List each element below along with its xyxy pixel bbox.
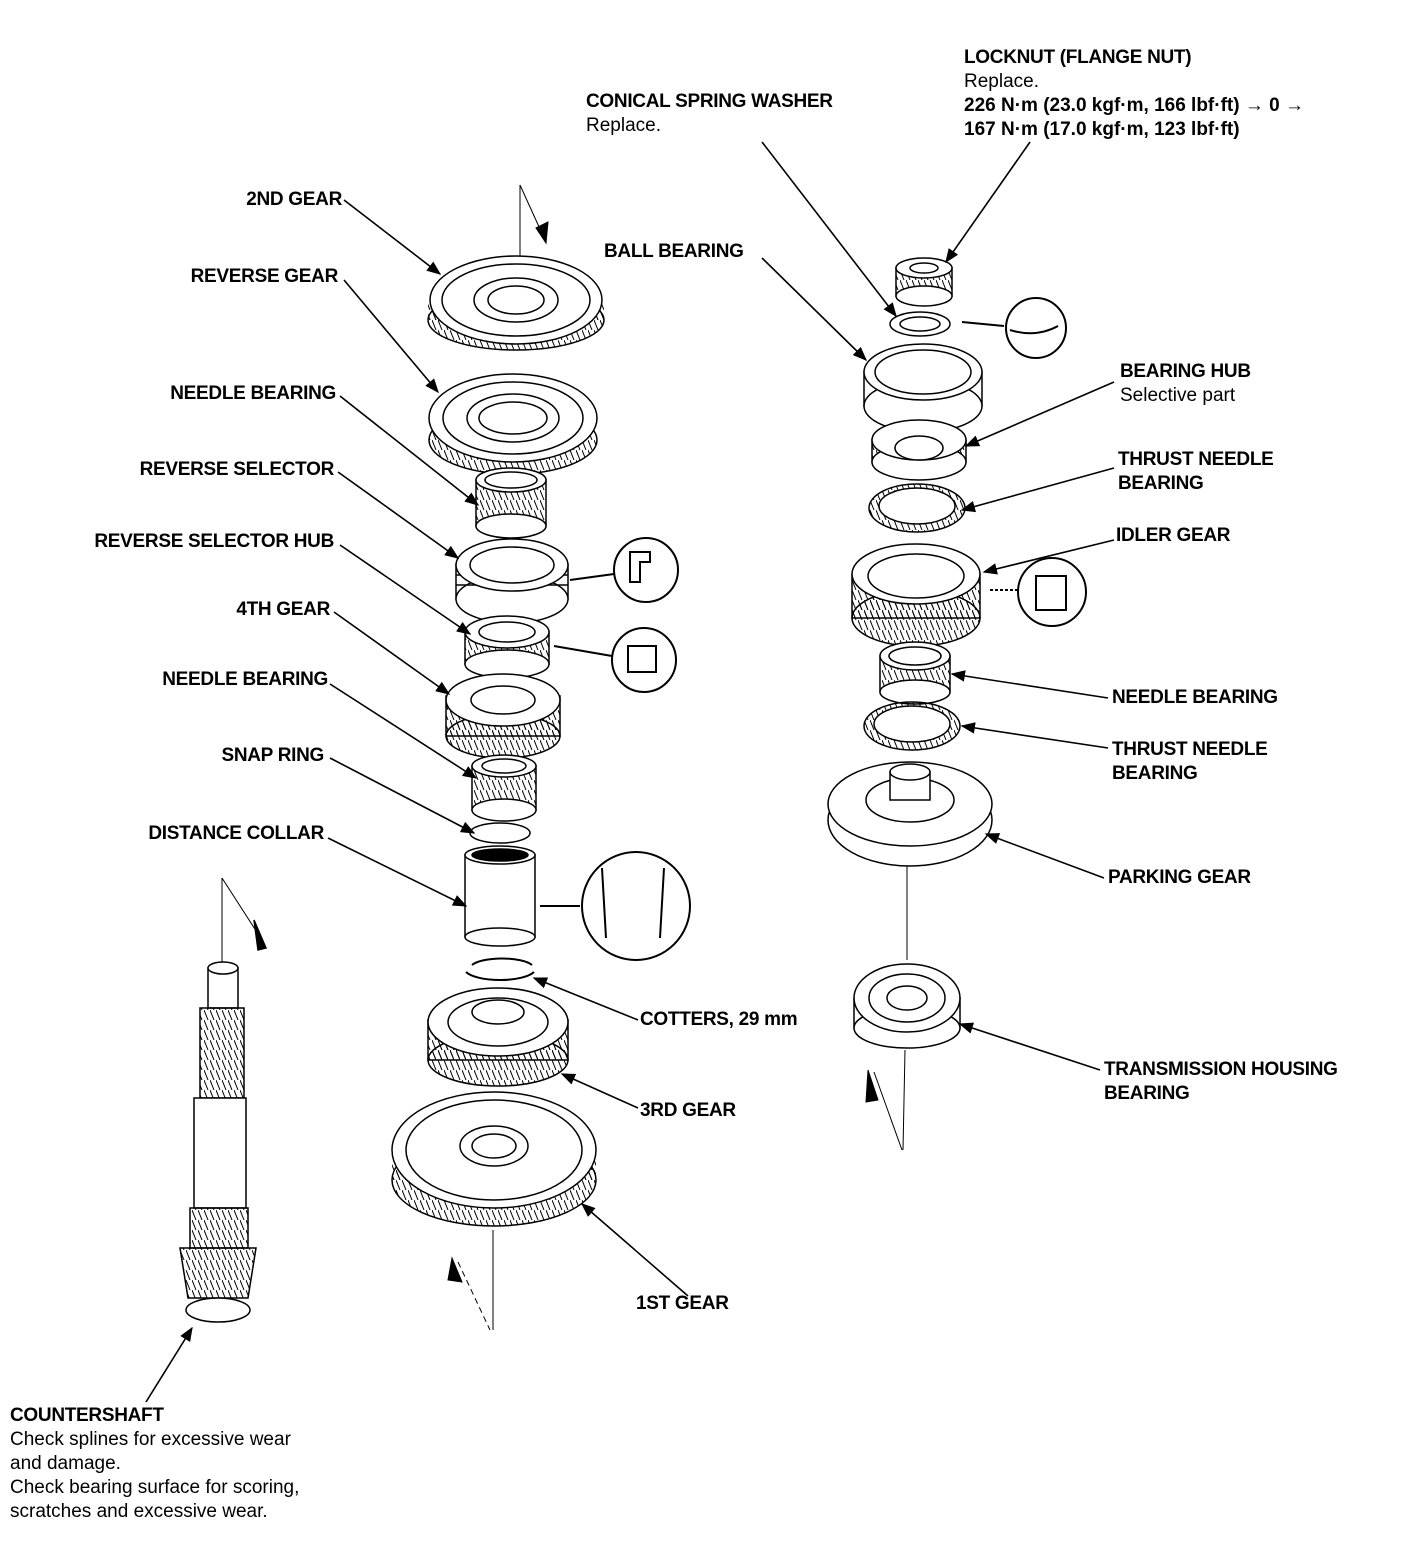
- label-countershaft: COUNTERSHAFT Check splines for excessive…: [10, 1404, 299, 1524]
- left-stack-axis: [447, 184, 549, 1331]
- 3rd-gear-part: [427, 987, 569, 1087]
- label-snap-ring: SNAP RING: [221, 744, 324, 768]
- label-needle-bearing-upper: NEEDLE BEARING: [170, 382, 336, 406]
- 2nd-gear-part: [427, 255, 605, 351]
- label-needle-bearing-right: NEEDLE BEARING: [1112, 686, 1278, 710]
- label-title: COTTERS, 29 mm: [640, 1009, 798, 1030]
- label-conical-spring-washer: CONICAL SPRING WASHER Replace.: [586, 90, 833, 138]
- label-title-line2: BEARING: [1118, 473, 1204, 494]
- reverse-selector-part: [455, 538, 569, 624]
- cotters-part: [465, 957, 535, 982]
- label-thrust-needle-bearing-lower: THRUST NEEDLE BEARING: [1112, 738, 1268, 786]
- label-note: Replace.: [586, 115, 661, 136]
- thrust-needle-bearing-upper-part: [868, 483, 966, 533]
- label-reverse-selector: REVERSE SELECTOR: [139, 458, 335, 482]
- right-stack-axis: [865, 860, 908, 1151]
- 4th-gear-part: [445, 673, 561, 759]
- label-ball-bearing: BALL BEARING: [604, 240, 744, 264]
- detail-callouts: [540, 297, 1087, 961]
- needle-bearing-upper-part: [475, 467, 547, 539]
- label-title: 3RD GEAR: [640, 1100, 736, 1121]
- label-title-line2: BEARING: [1112, 763, 1198, 784]
- idler-gear-part: [851, 543, 981, 647]
- label-title: LOCKNUT (FLANGE NUT): [964, 47, 1192, 68]
- label-title: DISTANCE COLLAR: [148, 823, 324, 844]
- reverse-selector-hub-part: [464, 615, 550, 679]
- label-4th-gear: 4TH GEAR: [236, 598, 330, 622]
- label-title: PARKING GEAR: [1108, 867, 1251, 888]
- label-title: NEEDLE BEARING: [1112, 687, 1278, 708]
- leader-lines: [145, 141, 1115, 1403]
- label-title: BEARING HUB: [1120, 361, 1251, 382]
- label-title: TRANSMISSION HOUSING: [1104, 1059, 1338, 1080]
- needle-bearing-lower-part: [471, 754, 537, 822]
- label-title: REVERSE SELECTOR: [139, 459, 335, 480]
- label-title: REVERSE SELECTOR HUB: [94, 531, 334, 552]
- label-title: THRUST NEEDLE: [1118, 449, 1274, 470]
- label-thrust-needle-bearing-upper: THRUST NEEDLE BEARING: [1118, 448, 1274, 496]
- label-1st-gear: 1ST GEAR: [636, 1292, 729, 1316]
- distance-collar-part: [464, 845, 536, 947]
- label-idler-gear: IDLER GEAR: [1116, 524, 1230, 548]
- transmission-housing-bearing-part: [853, 963, 961, 1049]
- label-title: REVERSE GEAR: [190, 266, 339, 287]
- label-bearing-hub: BEARING HUB Selective part: [1120, 360, 1251, 408]
- label-title: BALL BEARING: [604, 241, 744, 262]
- countershaft-part: [179, 877, 268, 1323]
- label-cotters: COTTERS, 29 mm: [640, 1008, 798, 1032]
- label-title: THRUST NEEDLE: [1112, 739, 1268, 760]
- label-parking-gear: PARKING GEAR: [1108, 866, 1251, 890]
- label-note: Replace.: [964, 71, 1039, 92]
- label-title: SNAP RING: [221, 745, 324, 766]
- label-3rd-gear: 3RD GEAR: [640, 1099, 736, 1123]
- locknut-part: [895, 257, 953, 307]
- label-title: COUNTERSHAFT: [10, 1405, 164, 1426]
- torque-spec-initial: 226 N·m (23.0 kgf·m, 166 lbf·ft) → 0 →: [964, 95, 1304, 116]
- ball-bearing-part: [863, 343, 983, 433]
- label-title: 4TH GEAR: [236, 599, 330, 620]
- label-title: 2ND GEAR: [246, 189, 342, 210]
- bearing-hub-part: [871, 419, 967, 481]
- label-title-line2: BEARING: [1104, 1083, 1190, 1104]
- label-reverse-gear: REVERSE GEAR: [190, 265, 339, 289]
- label-locknut: LOCKNUT (FLANGE NUT) Replace. 226 N·m (2…: [964, 46, 1304, 142]
- reverse-gear-part: [428, 373, 598, 475]
- label-title: NEEDLE BEARING: [170, 383, 336, 404]
- 1st-gear-part: [391, 1091, 597, 1227]
- label-note: Selective part: [1120, 385, 1236, 406]
- thrust-needle-bearing-lower-part: [863, 701, 961, 751]
- needle-bearing-right-part: [879, 641, 951, 705]
- label-title: CONICAL SPRING WASHER: [586, 91, 833, 112]
- label-title: 1ST GEAR: [636, 1293, 729, 1314]
- parking-gear-part: [827, 761, 993, 867]
- label-needle-bearing-lower: NEEDLE BEARING: [162, 668, 328, 692]
- label-reverse-selector-hub: REVERSE SELECTOR HUB: [94, 530, 334, 554]
- label-note: scratches and excessive wear.: [10, 1501, 268, 1522]
- label-note: Check bearing surface for scoring,: [10, 1477, 300, 1498]
- label-transmission-housing-bearing: TRANSMISSION HOUSING BEARING: [1104, 1058, 1338, 1106]
- label-2nd-gear: 2ND GEAR: [246, 188, 342, 212]
- label-title: IDLER GEAR: [1116, 525, 1231, 546]
- label-title: NEEDLE BEARING: [162, 669, 328, 690]
- label-note: Check splines for excessive wear: [10, 1429, 291, 1450]
- torque-spec-final: 167 N·m (17.0 kgf·m, 123 lbf·ft): [964, 119, 1240, 140]
- snap-ring-part: [469, 822, 531, 844]
- label-note: and damage.: [10, 1453, 121, 1474]
- label-distance-collar: DISTANCE COLLAR: [148, 822, 324, 846]
- conical-spring-washer-part: [889, 311, 951, 337]
